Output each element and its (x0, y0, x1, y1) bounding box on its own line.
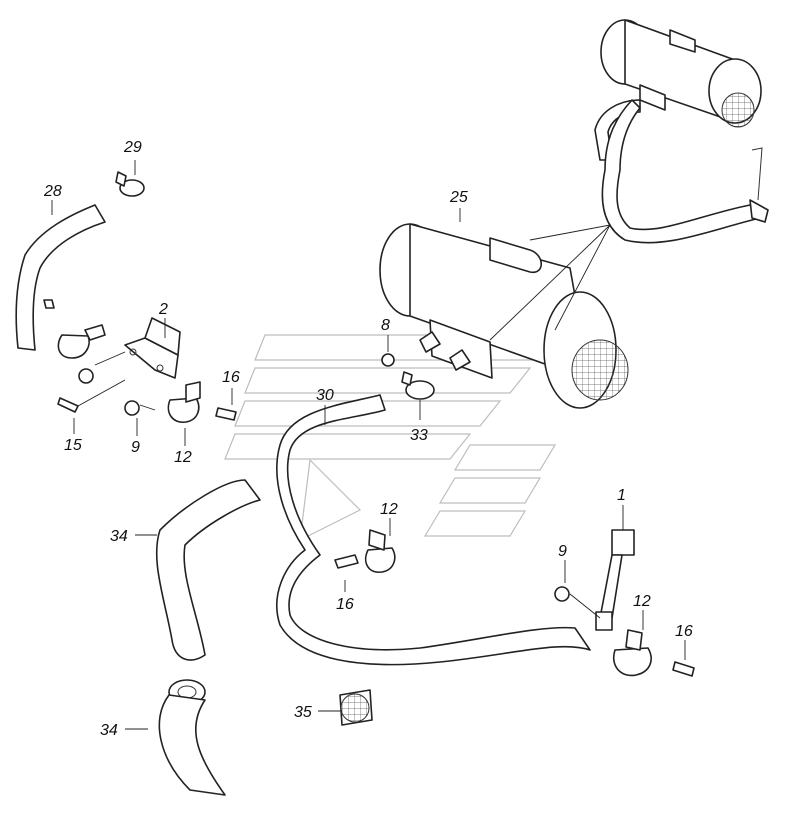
watermark-logo (224, 334, 562, 542)
nut-8 (381, 353, 395, 367)
callout-33: 33 (410, 427, 428, 444)
nut-9-left (78, 368, 140, 416)
callout-2: 2 (158, 301, 168, 318)
hose-34-lower (158, 679, 226, 796)
hose-28 (15, 204, 106, 351)
bracket-2 (124, 317, 181, 379)
clamp-12-middle (364, 529, 396, 573)
callout-9-left: 9 (131, 439, 140, 456)
callout-25: 25 (449, 189, 468, 206)
nut-9-right (554, 586, 570, 602)
callout-8: 8 (381, 317, 390, 334)
callout-16-right: 16 (675, 623, 693, 640)
bracket-1 (595, 529, 635, 631)
callout-12-right: 12 (633, 593, 651, 610)
heater-unit-main (379, 223, 629, 409)
callout-30: 30 (316, 387, 334, 404)
callout-34-lower: 34 (100, 722, 118, 739)
callout-12-middle: 12 (380, 501, 398, 518)
callout-29: 29 (123, 139, 142, 156)
clamp-upper-left (57, 324, 106, 359)
callout-34-upper: 34 (110, 528, 128, 545)
callout-28: 28 (43, 183, 62, 200)
hose-30 (276, 394, 591, 666)
callout-16-middle: 16 (336, 596, 354, 613)
bolt-16-middle (334, 554, 359, 569)
grommet-35 (339, 689, 373, 726)
hose-upper-right (594, 99, 769, 244)
callout-1: 1 (617, 487, 626, 504)
clamp-12-left (167, 381, 201, 423)
callout-labels: 28 29 2 15 9 12 16 30 8 33 25 34 34 12 1… (43, 139, 693, 739)
hose-34-upper (155, 479, 261, 661)
callout-16-left: 16 (222, 369, 240, 386)
bolt-15 (43, 299, 79, 413)
clamp-33 (401, 371, 435, 400)
callout-12-left: 12 (174, 449, 192, 466)
bolt-16-left (215, 407, 237, 421)
callout-15: 15 (64, 437, 82, 454)
bolt-16-right (672, 661, 695, 677)
clamp-29 (115, 171, 145, 197)
callout-35: 35 (294, 704, 312, 721)
callout-9-right: 9 (558, 543, 567, 560)
clamp-12-right (613, 629, 652, 677)
leader-lines (51, 160, 686, 730)
heater-unit-upper (600, 19, 762, 128)
